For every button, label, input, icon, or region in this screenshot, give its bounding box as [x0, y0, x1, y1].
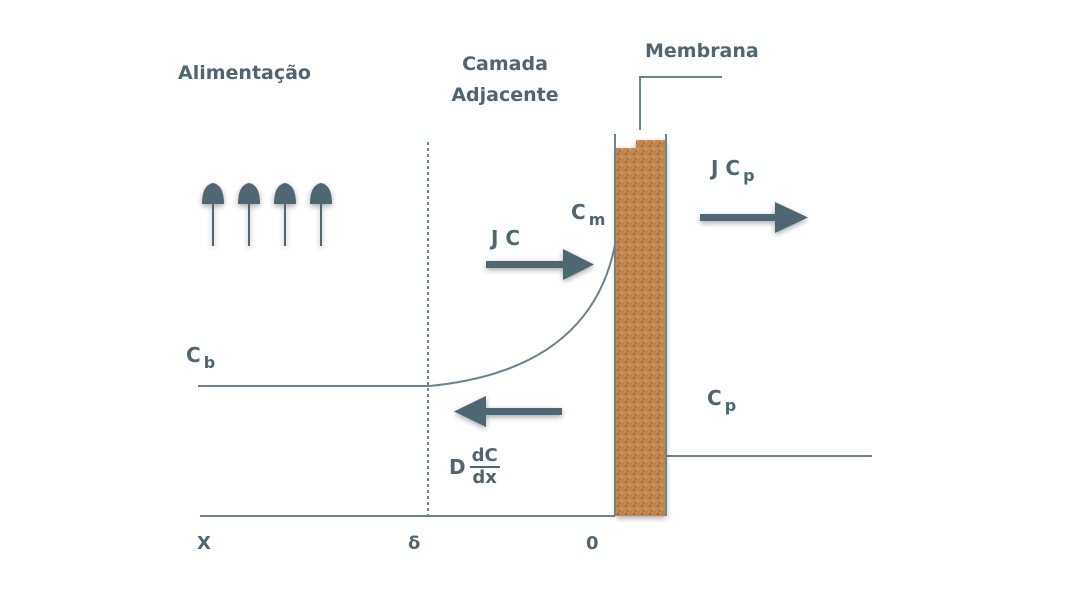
membrane [616, 140, 666, 516]
permeate-flux-arrow-icon [700, 202, 808, 233]
cb-sub: b [203, 352, 216, 372]
feed-arrow-3-icon [274, 183, 296, 246]
cm-sub: m [588, 209, 606, 229]
cm-main: C [571, 200, 586, 224]
feed-arrow-4-icon [310, 183, 332, 246]
boundary-layer-label: Camada Adjacente [440, 49, 570, 111]
convective-flux-label: J C [491, 226, 521, 250]
cp-sub: p [724, 395, 737, 415]
cb-main: C [186, 343, 201, 367]
diff-d: D [449, 455, 466, 479]
membrane-label: Membrana [645, 40, 759, 62]
boundary-layer-label-line1: Camada [462, 53, 548, 75]
feed-flow-arrows [202, 183, 332, 246]
convective-flux-arrow-icon [486, 249, 594, 280]
diff-denominator: dx [472, 467, 497, 488]
permeate-flux-sub: p [743, 165, 755, 185]
boundary-layer-label-line2: Adjacente [451, 84, 559, 106]
feed-arrow-1-icon [202, 183, 224, 246]
diff-numerator: dC [469, 445, 500, 468]
back-diffusion-arrow-icon [454, 396, 562, 427]
axis-label-delta: δ [408, 533, 421, 554]
membrane-leader-line [639, 76, 722, 130]
concentration-curve [429, 244, 616, 387]
axis-label-zero: 0 [586, 533, 599, 554]
cp-main: C [707, 386, 722, 410]
axis-label-x: X [197, 533, 211, 554]
feed-arrow-2-icon [238, 183, 260, 246]
feed-label: Alimentação [178, 62, 311, 84]
permeate-flux-main: J C [711, 156, 741, 180]
